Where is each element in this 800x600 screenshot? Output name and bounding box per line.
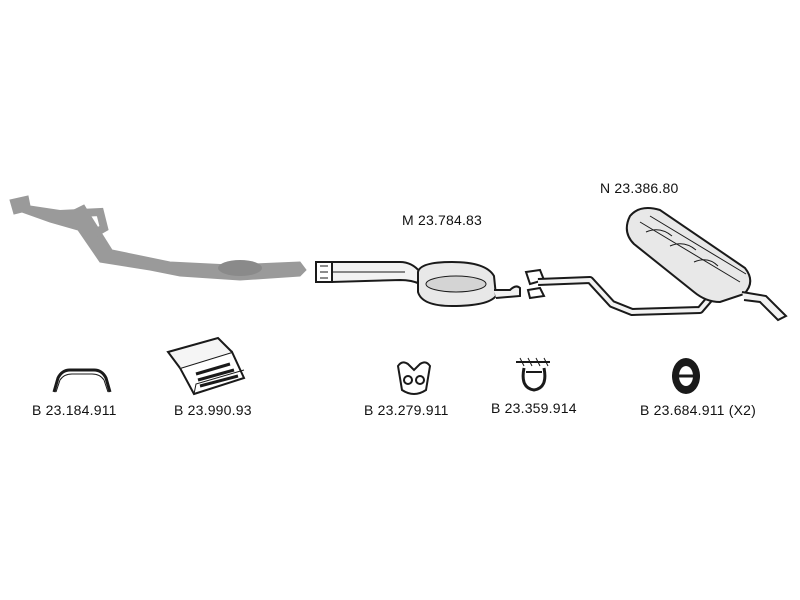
rubber-ring-part-number: B 23.684.911 (X2) (640, 402, 756, 418)
u-clamp-icon (52, 368, 112, 393)
exhaust-front-pipe-icon (9, 195, 307, 281)
pipe-clamp-part-number: B 23.359.914 (491, 400, 577, 416)
rear-silencer-part-number: N 23.386.80 (600, 180, 679, 196)
middle-silencer-part-number: M 23.784.83 (402, 212, 483, 228)
rubber-hanger-icon (396, 361, 432, 395)
pipe-clamp-icon (516, 357, 550, 392)
rubber-hanger-part-number: B 23.279.911 (364, 402, 449, 418)
mounting-kit-box-icon (166, 336, 246, 396)
mounting-kit-part-number: B 23.990.93 (174, 402, 252, 418)
rear-silencer-icon (524, 207, 788, 322)
middle-silencer-icon (315, 260, 521, 308)
u-clamp-part-number: B 23.184.911 (32, 402, 117, 418)
rubber-ring-icon (672, 358, 700, 394)
